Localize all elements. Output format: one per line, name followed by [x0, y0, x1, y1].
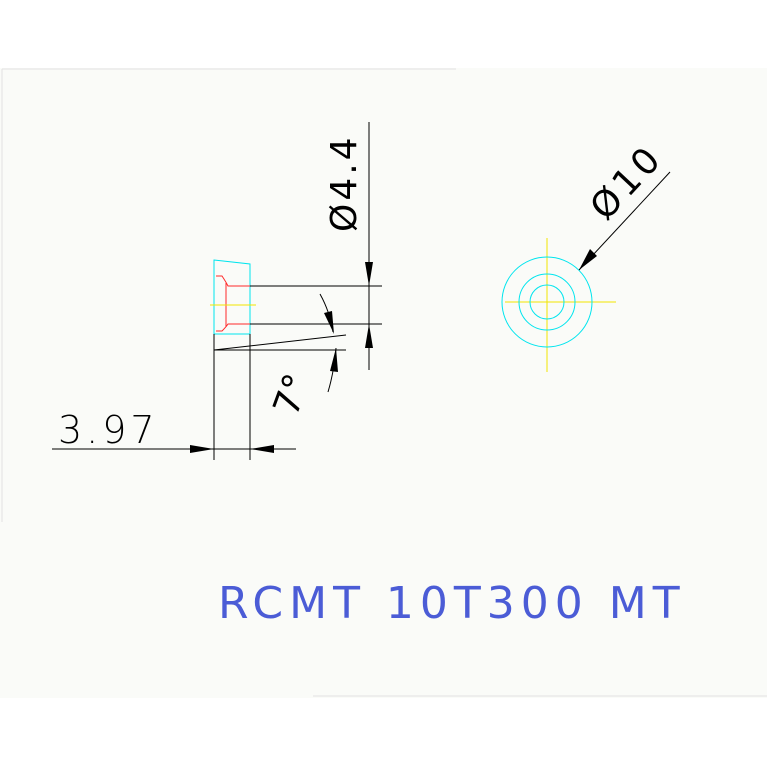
- thickness-arrow-right: [250, 445, 274, 453]
- angle-flank-line: [213, 334, 347, 351]
- hole-edge-top: [216, 275, 250, 287]
- drawing-sheet: [0, 68, 767, 698]
- angle-arrow-lower: [330, 348, 338, 372]
- thickness-arrow-left: [190, 445, 214, 453]
- part-label: RCMT 10T300 MT: [218, 578, 686, 629]
- thickness-value: 3.97: [58, 408, 159, 452]
- top-view: [501, 238, 616, 372]
- hole-arrow-top: [365, 262, 373, 286]
- hole-edge-bottom: [216, 323, 250, 332]
- hole-diameter-dimension: Ø4.4: [250, 122, 382, 370]
- angle-arrow-upper: [324, 311, 334, 334]
- hole-circle-inner: [529, 284, 565, 320]
- outer-circle: [501, 256, 593, 348]
- sheet-fill: [0, 68, 767, 698]
- hole-diameter-value: Ø4.4: [324, 134, 365, 232]
- hole-arrow-bottom: [365, 324, 373, 348]
- outer-leader-arrow: [579, 249, 597, 270]
- hole-circle-outer: [518, 273, 576, 331]
- thickness-dimension: 3.97: [52, 334, 296, 460]
